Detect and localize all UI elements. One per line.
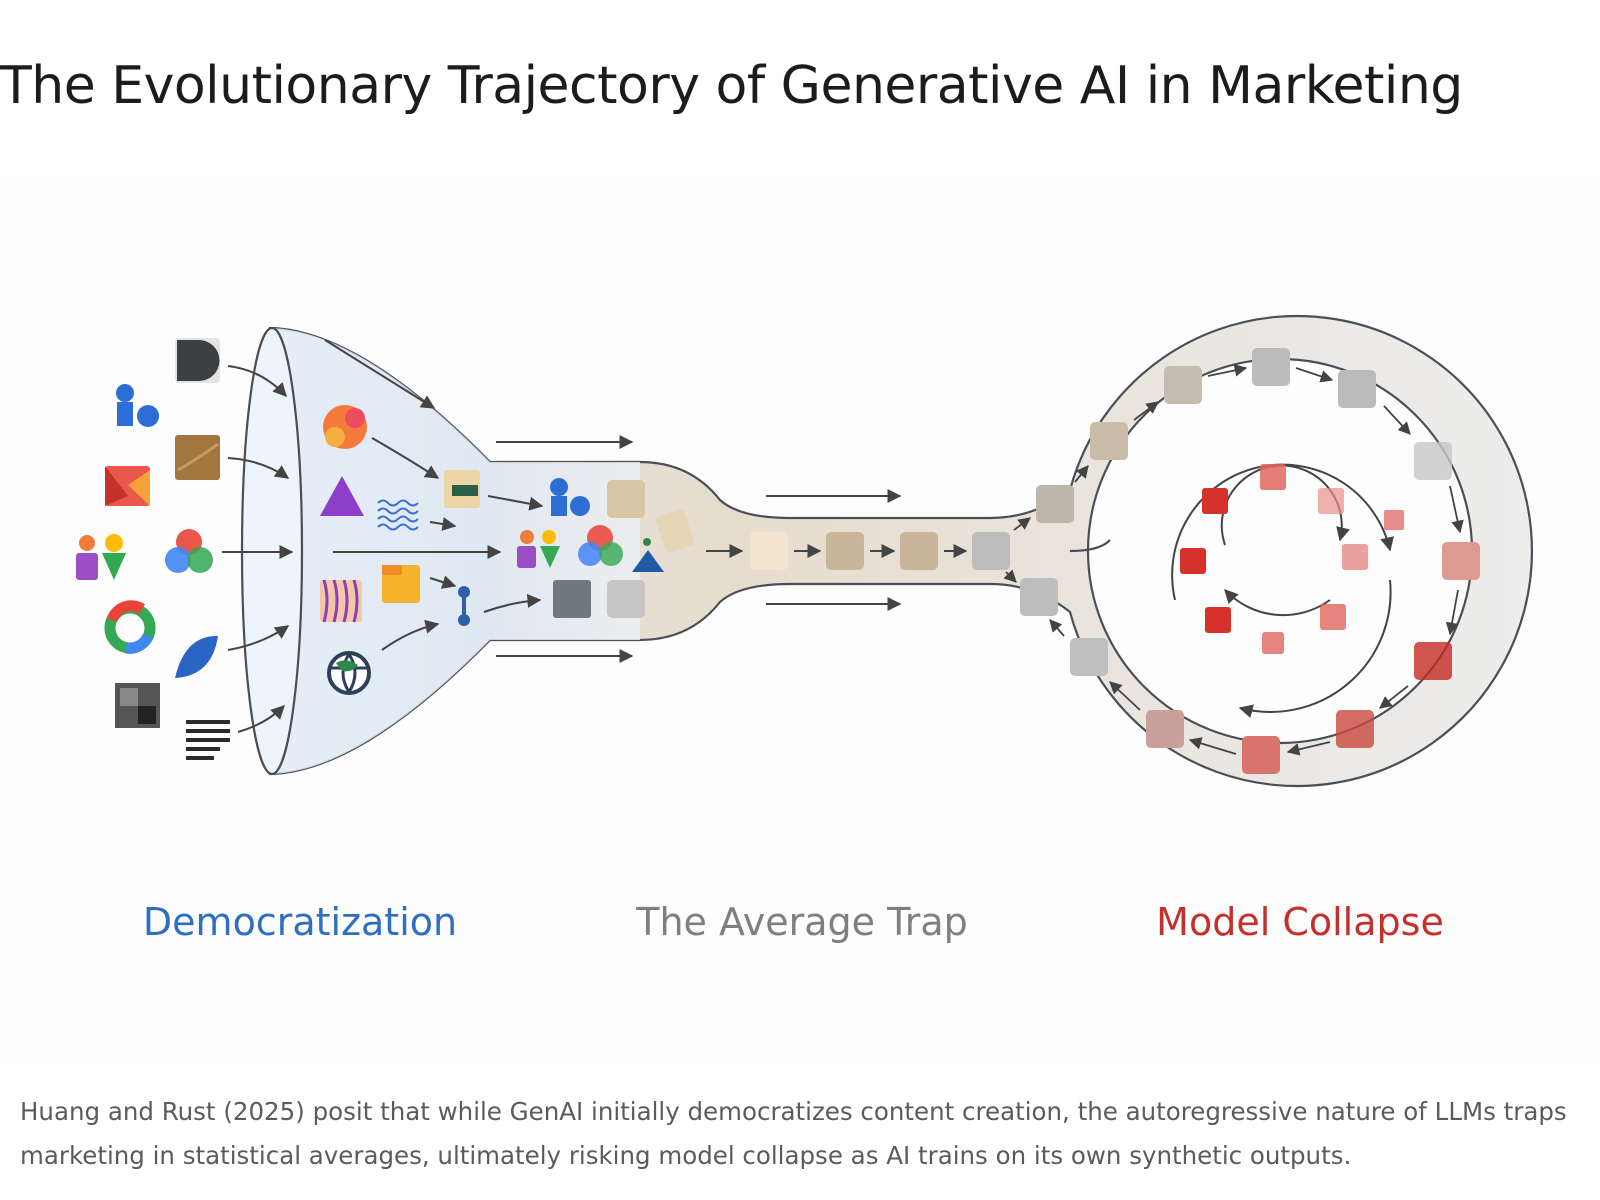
collapse-tile <box>1342 544 1368 570</box>
collapse-tile <box>1202 488 1228 514</box>
collapse-tile <box>1262 632 1284 654</box>
wave-icon <box>377 499 419 531</box>
people-blue-icon <box>550 478 590 516</box>
loop-tile <box>1164 366 1202 404</box>
group-small-icon <box>517 530 560 568</box>
loop-tile <box>1442 542 1480 580</box>
group-icon <box>76 534 126 580</box>
text-lines-icon <box>186 720 230 760</box>
average-tile <box>972 532 1010 570</box>
loop-tile <box>1036 485 1074 523</box>
collapse-tile <box>1318 488 1344 514</box>
collapse-tile <box>1260 464 1286 490</box>
sand-tile <box>607 480 645 518</box>
outer-loop <box>1003 348 1480 774</box>
loop-tile <box>1414 642 1452 680</box>
collapse-tile <box>1180 548 1206 574</box>
stage-label-democratization: Democratization <box>142 900 458 944</box>
color-circles-icon <box>165 529 213 573</box>
folder-icon <box>444 470 480 508</box>
collapse-tile <box>1384 510 1404 530</box>
trajectory-diagram: Democratization The Average Trap Model C… <box>0 180 1600 1060</box>
pattern-icon <box>320 579 362 623</box>
diagram-canvas <box>76 314 1534 788</box>
average-tile <box>826 532 864 570</box>
faded-tile <box>655 509 695 553</box>
peak-icon <box>632 538 664 572</box>
stage-label-model-collapse: Model Collapse <box>1156 900 1444 944</box>
loop-tile <box>1414 442 1452 480</box>
photo-tile <box>553 580 591 618</box>
globe-icon <box>327 651 371 695</box>
loop-tile <box>1090 422 1128 460</box>
leaf-icon <box>175 635 218 678</box>
folder-yellow-icon <box>382 565 420 603</box>
node-icon <box>458 586 470 626</box>
triangle-icon <box>320 476 364 516</box>
page-title: The Evolutionary Trajectory of Generativ… <box>0 56 1463 116</box>
loop-tile <box>1242 736 1280 774</box>
average-tile <box>750 532 788 570</box>
ring-icon <box>104 600 156 654</box>
loop-tile <box>1146 710 1184 748</box>
figure-caption: Huang and Rust (2025) posit that while G… <box>20 1097 1567 1170</box>
collapse-tile <box>1205 607 1231 633</box>
average-tiles <box>706 489 1010 611</box>
average-tile <box>900 532 938 570</box>
loop-tile <box>1020 578 1058 616</box>
texture-icon <box>175 435 220 480</box>
loop-tile <box>1252 348 1290 386</box>
neck-icons <box>517 478 695 618</box>
document-icon <box>175 338 220 383</box>
loop-tile <box>1336 710 1374 748</box>
flower-icon <box>323 405 367 449</box>
loop-tile <box>1070 638 1108 676</box>
input-icons <box>76 338 294 760</box>
loop-tile <box>1338 370 1376 408</box>
people-icon <box>116 384 159 427</box>
color-circles-small-icon <box>578 525 623 566</box>
grey-tile <box>607 580 645 618</box>
noise-icon <box>115 683 160 728</box>
collapse-tile <box>1320 604 1346 630</box>
shapes-icon <box>105 466 150 506</box>
stage-label-average-trap: The Average Trap <box>636 900 968 944</box>
funnel-icons <box>320 339 634 695</box>
inner-spiral <box>1171 463 1404 718</box>
